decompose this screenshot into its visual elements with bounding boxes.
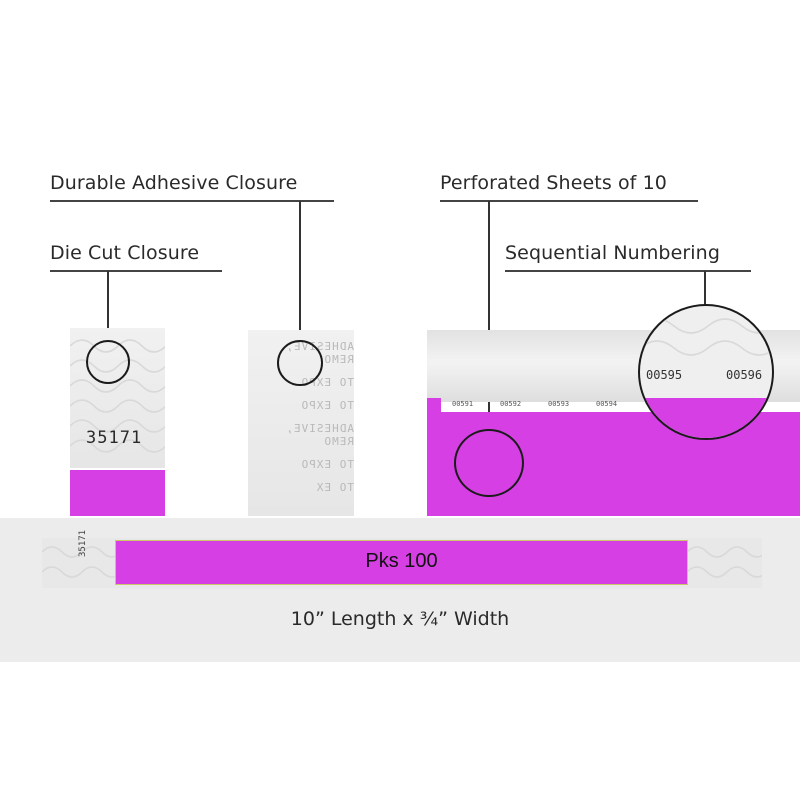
sheet-number: 00592 bbox=[500, 400, 522, 408]
callout-pointer-line bbox=[107, 271, 109, 341]
perforation-highlight-circle bbox=[454, 429, 524, 497]
pack-label-bar bbox=[115, 540, 688, 585]
callout-pointer-line bbox=[488, 201, 490, 434]
callout-durable-adhesive: Durable Adhesive Closure bbox=[50, 172, 298, 194]
zoom-circle: 00595 00596 bbox=[638, 304, 774, 440]
sheet-swatch-edge bbox=[427, 398, 441, 414]
adhesive-text-line: TO EXPO bbox=[300, 399, 354, 412]
zoom-number: 00595 bbox=[646, 368, 683, 382]
strip-wave-pattern bbox=[41, 546, 768, 578]
callout-pointer-line bbox=[704, 271, 706, 307]
wave-pattern bbox=[70, 339, 165, 453]
dimensions-caption: 10” Length x ¾” Width bbox=[290, 608, 510, 630]
wristband-die-cut bbox=[70, 328, 165, 468]
sheet-number: 00591 bbox=[452, 400, 474, 408]
sheet-number: 00593 bbox=[548, 400, 570, 408]
sheet-number: 00594 bbox=[596, 400, 618, 408]
adhesive-highlight-circle bbox=[277, 340, 323, 386]
die-cut-highlight-circle bbox=[86, 340, 130, 384]
zoom-number: 00596 bbox=[726, 368, 763, 382]
callout-rule bbox=[440, 200, 698, 202]
callout-rule bbox=[505, 270, 751, 272]
zoom-swatch bbox=[640, 398, 772, 438]
callout-die-cut: Die Cut Closure bbox=[50, 242, 200, 264]
adhesive-text-line: ADHESIVE, REMO bbox=[285, 422, 354, 448]
zoom-wave-pattern bbox=[640, 318, 772, 356]
strip-number: 35171 bbox=[78, 529, 88, 557]
callout-rule bbox=[50, 270, 222, 272]
die-cut-swatch bbox=[70, 470, 165, 516]
callout-sequential-numbering: Sequential Numbering bbox=[505, 242, 720, 264]
adhesive-text-line: TO EX bbox=[315, 481, 354, 494]
callout-rule bbox=[50, 200, 334, 202]
pack-label-text: Pks 100 bbox=[365, 550, 438, 572]
adhesive-text-line: TO EXPO bbox=[300, 458, 354, 471]
wristband-number: 35171 bbox=[86, 428, 143, 448]
callout-perforated-sheets: Perforated Sheets of 10 bbox=[440, 172, 667, 194]
callout-pointer-line bbox=[299, 201, 301, 351]
